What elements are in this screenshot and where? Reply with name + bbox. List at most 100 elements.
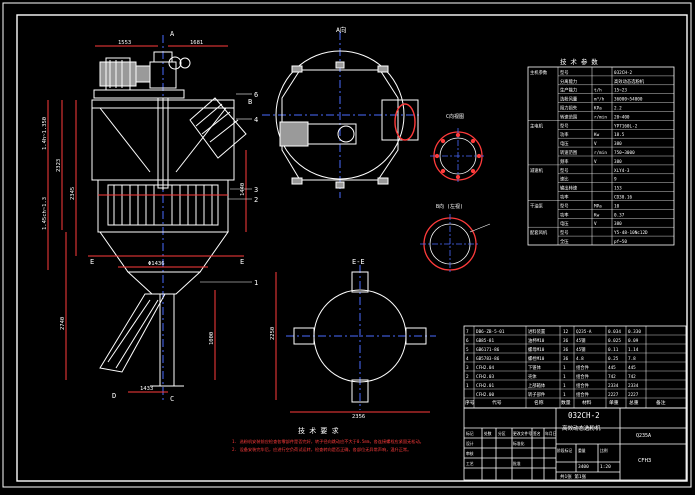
front-view	[47, 35, 247, 400]
tech-param-row: 分离能力高效动态选粉机	[558, 75, 674, 85]
bom-h-total-w: 总重	[629, 399, 639, 406]
tech-param-value: 20~400	[614, 114, 630, 120]
bom-unit-weight: 2227	[608, 392, 619, 398]
tech-param-name: 输出转速	[560, 185, 578, 192]
motor-base	[93, 89, 185, 99]
top-view-inlet-flange	[394, 103, 416, 141]
tb-l-stage: 阶段标记	[557, 448, 572, 453]
bom-name: 下锥体	[528, 364, 542, 371]
dim-height-3: 1440	[240, 183, 246, 196]
bom-code: CFH2.01	[476, 383, 495, 389]
top-view	[262, 32, 420, 198]
tech-param-unit: V	[594, 221, 597, 227]
tech-param-value: pf~50	[614, 239, 627, 245]
bom-material: 组合件	[576, 391, 590, 398]
front-labels: A B E E D C 6 4 3 2 1	[90, 30, 258, 403]
tb-l-review: 审核	[466, 451, 474, 456]
tb-drawing-name: 高效动态选粉机	[562, 424, 601, 432]
callout-4: 4	[254, 116, 258, 124]
tb-l-change: 更改文件号	[513, 431, 532, 436]
bom-total-weight: 2334	[628, 383, 639, 389]
detail-c-label: C向视图	[446, 113, 464, 120]
bom-unit-weight: 0.25	[608, 356, 619, 362]
tech-param-name: 电压	[560, 220, 569, 227]
reducer-cap	[153, 51, 173, 63]
tech-param-unit: r/min	[594, 114, 607, 120]
tech-param-unit: r/min	[594, 150, 607, 156]
tech-param-value: Y5-48-10Nc12D	[614, 230, 648, 236]
label-e-left: E	[90, 258, 94, 266]
bom-qty: 1	[563, 365, 566, 371]
bom-h-material: 材料	[582, 399, 592, 406]
dim-top-left: 1553	[118, 40, 131, 46]
tech-param-name: 阻力损失	[560, 105, 578, 112]
tech-param-unit: KPa	[594, 106, 602, 112]
section-ee-dim-left: 2250	[270, 327, 276, 340]
label-d: D	[112, 392, 116, 400]
tech-param-value: 380	[614, 159, 622, 165]
bom-name: 上部箱体	[528, 382, 546, 389]
discharge-chute	[99, 293, 166, 373]
callout-6: 6	[254, 91, 258, 99]
tech-param-name: 型号	[560, 229, 569, 236]
front-dimensions	[47, 45, 247, 393]
bom-material: Q235-A	[576, 329, 592, 335]
dim-lower-right: 1000	[209, 332, 215, 345]
callout-1: 1	[254, 279, 258, 287]
bom-no: 7	[466, 329, 469, 335]
dim-mid: Φ1436	[148, 261, 165, 267]
bom-no: 2	[466, 374, 469, 380]
section-ee-arm-bottom	[351, 379, 369, 403]
bom-name: 螺栓M10	[528, 355, 545, 362]
bom-qty: 36	[563, 356, 569, 362]
bom-no: 5	[466, 347, 469, 353]
bom-unit-weight: 445	[608, 365, 616, 371]
tech-param-group: 主机参数	[530, 69, 548, 76]
bom-h-remark: 备注	[656, 399, 666, 406]
detail-b	[420, 214, 491, 274]
tech-param-name: 功率	[560, 131, 569, 138]
section-ee	[275, 265, 436, 413]
motor-body	[99, 61, 137, 87]
tb-weight: 3400	[578, 464, 589, 470]
bom-code: DB6-ZB-5-01	[476, 329, 505, 335]
bom-unit-weight: 0.034	[608, 329, 621, 335]
top-view-label: A向	[336, 25, 346, 34]
bom-no: 4	[466, 356, 469, 362]
tech-param-name: 转速范围	[560, 113, 577, 120]
tb-l-weight: 重量	[578, 448, 586, 453]
tech-param-name: 功率	[560, 194, 569, 201]
tb-l-standard: 标准化	[513, 441, 525, 446]
tech-param-value: 2.2	[614, 106, 622, 112]
tech-param-name: 型号	[560, 167, 569, 174]
bom-code: GB5783-86	[476, 356, 500, 362]
bom-material: 45钢	[576, 337, 585, 344]
tech-req-line-1: 1. 选粉机安装前应检查各零部件是否完好，转子径向跳动应不大于0.5mm，各连接…	[232, 438, 424, 445]
bom-h-unit-w: 单重	[609, 399, 619, 406]
tech-param-group: 主电机	[530, 122, 544, 129]
tech-param-value: XLY4-3	[614, 168, 630, 174]
tb-l-count: 处数	[484, 431, 492, 436]
tb-sheet: 共1张 第1张	[560, 473, 587, 480]
tech-param-unit: m³/h	[594, 97, 605, 103]
bom-code: GB85-81	[476, 338, 495, 344]
section-ee-dims	[275, 272, 430, 413]
detail-b-label: B向 (左视)	[436, 203, 463, 210]
tech-param-name: 电压	[560, 140, 569, 147]
tech-req-title: 技 术 要 求	[298, 426, 339, 435]
bom-material: 组合件	[576, 382, 590, 389]
tech-param-name: 频率	[560, 158, 569, 165]
bom-no: 6	[466, 338, 469, 344]
tech-param-name: 型号	[560, 69, 569, 76]
